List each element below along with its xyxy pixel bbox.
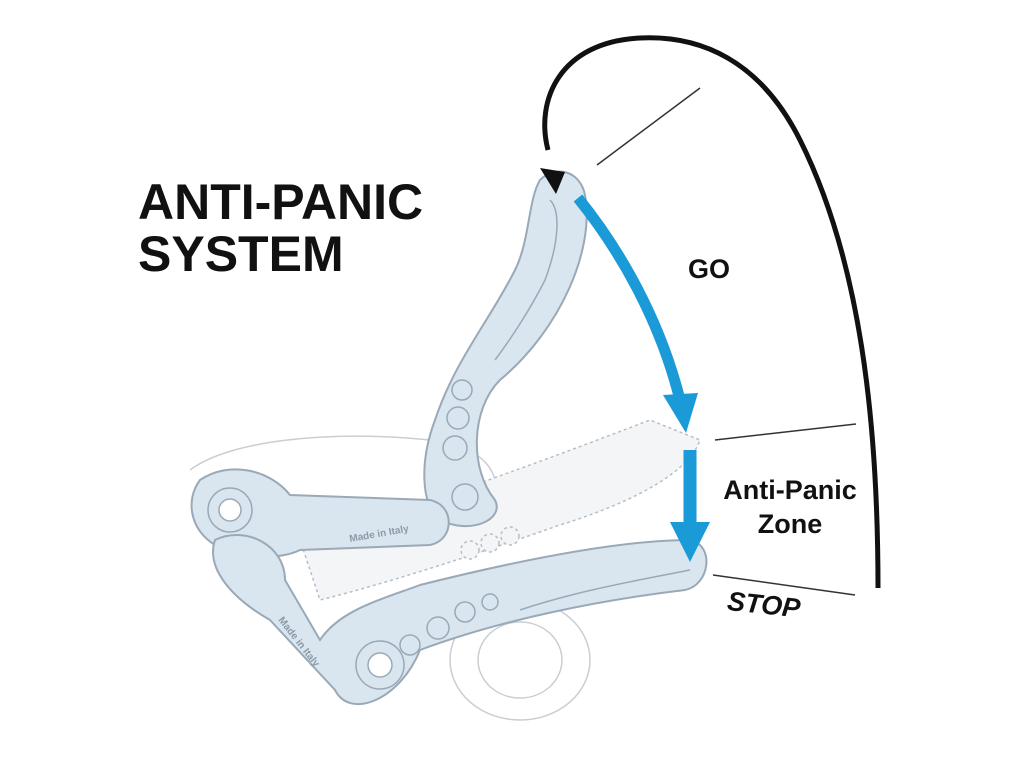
- title-line-2: SYSTEM: [138, 226, 344, 282]
- cam-arm-left: Made in Italy: [190, 468, 450, 558]
- black-arrowhead-icon: [540, 168, 565, 194]
- anti-panic-start-line: [714, 423, 857, 441]
- go-arrowhead-icon: [663, 393, 698, 433]
- zone-label-line-2: Zone: [757, 509, 823, 539]
- go-arrow: [573, 194, 686, 402]
- diagram-title: ANTI-PANIC SYSTEM: [138, 176, 423, 280]
- outer-range-arc: [542, 35, 881, 589]
- go-start-line: [596, 87, 701, 166]
- go-label: GO: [688, 254, 731, 284]
- zone-divider-lines: [596, 87, 857, 596]
- handle-lower: Made in Italy: [212, 534, 708, 706]
- anti-panic-zone-label: Anti-Panic Zone: [704, 473, 876, 541]
- stop-line: [712, 574, 856, 596]
- zone-label-line-1: Anti-Panic: [723, 475, 857, 505]
- anti-panic-arrowhead-icon: [670, 522, 710, 562]
- handle-upper: [423, 170, 588, 528]
- title-line-1: ANTI-PANIC: [138, 174, 424, 230]
